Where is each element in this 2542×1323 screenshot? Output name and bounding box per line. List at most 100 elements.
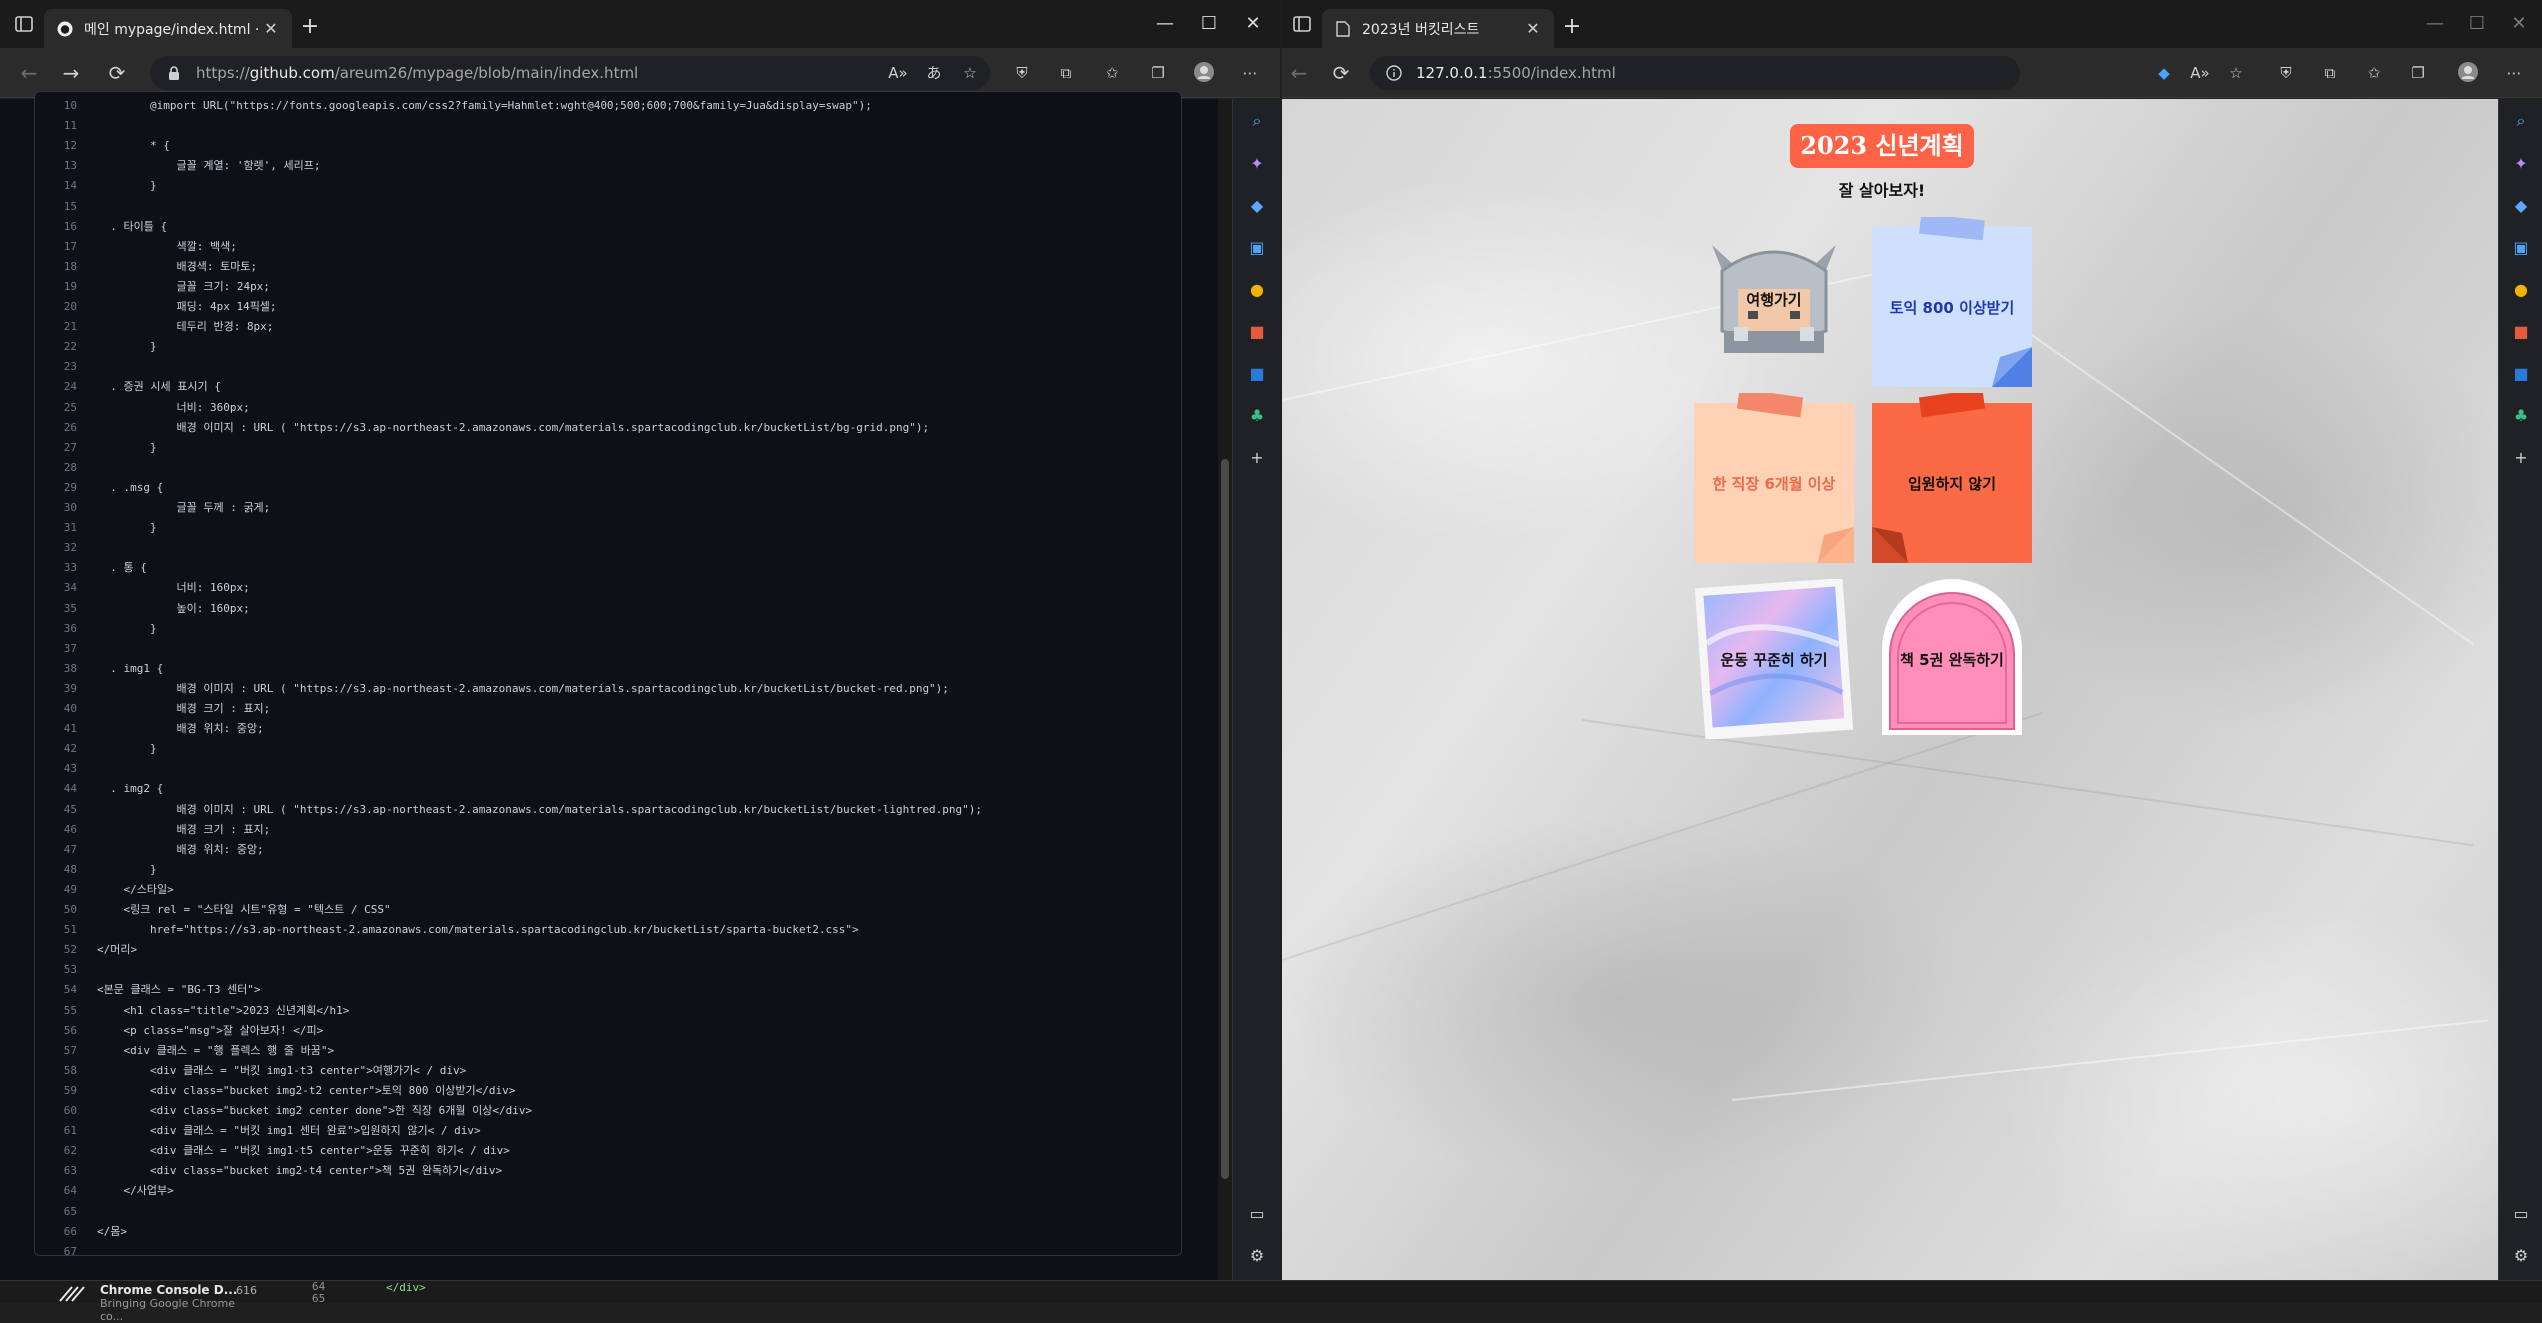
new-tab-button[interactable]: + xyxy=(300,14,320,39)
code-text: 배경 이미지 : URL ( "https://s3.ap-northeast-… xyxy=(97,802,983,816)
read-aloud-icon[interactable]: A» xyxy=(888,64,908,82)
sidebar-settings-icon[interactable]: ⚙ xyxy=(1249,1245,1265,1265)
copilot-icon[interactable]: ✦ xyxy=(2514,153,2528,173)
add-sidebar-icon[interactable]: + xyxy=(2514,447,2528,467)
shield-extension-icon[interactable]: ⛨ xyxy=(2280,64,2292,82)
close-window-button[interactable]: ✕ xyxy=(1245,13,1261,34)
code-text: . .msg { xyxy=(97,480,164,494)
tab-actions-icon[interactable] xyxy=(14,14,38,38)
search-icon[interactable]: ⌕ xyxy=(1252,111,1262,130)
office-icon[interactable]: ■ xyxy=(1249,321,1265,341)
profile-avatar[interactable] xyxy=(2456,61,2480,85)
sidebar-layout-icon[interactable]: ▭ xyxy=(2513,1203,2529,1223)
line-number: 41 xyxy=(63,722,77,736)
favorites-icon[interactable]: ✩ xyxy=(1105,64,1119,82)
minimize-button[interactable]: — xyxy=(1156,13,1174,34)
extension-card[interactable]: Chrome Console D... 616 Bringing Google … xyxy=(48,1281,257,1323)
line-number: 55 xyxy=(63,1003,77,1017)
games-icon[interactable]: ● xyxy=(2514,279,2528,299)
code-text: } xyxy=(97,440,157,454)
address-bar[interactable]: 127.0.0.1:5500/index.html xyxy=(1370,56,2020,90)
favorites-icon[interactable]: ✩ xyxy=(2367,64,2381,82)
left-scrollbar[interactable] xyxy=(1218,99,1232,1280)
reload-button[interactable]: ⟳ xyxy=(1332,61,1350,85)
favorite-star-icon[interactable]: ☆ xyxy=(963,64,977,82)
shopping-tag-icon[interactable]: ◆ xyxy=(2158,64,2170,82)
shopping-tag-icon[interactable]: ◆ xyxy=(1250,195,1264,215)
close-tab-icon[interactable]: ✕ xyxy=(1526,19,1540,38)
outlook-icon[interactable]: ■ xyxy=(1249,363,1265,383)
games-icon[interactable]: ● xyxy=(1250,279,1264,299)
shopping-tag-icon[interactable]: ◆ xyxy=(2514,195,2528,215)
profile-avatar[interactable] xyxy=(1192,61,1216,85)
line-number: 11 xyxy=(63,119,77,133)
bucket-item-2: 토익 800 이상받기 xyxy=(1872,217,2032,387)
new-tab-button[interactable]: + xyxy=(1562,14,1582,39)
forward-button[interactable]: → xyxy=(62,61,80,85)
extensions-icon[interactable]: ⧉ xyxy=(1060,64,1072,82)
tab-github-index[interactable]: 메인 mypage/index.html · 아리 ✕ xyxy=(44,9,292,48)
close-tab-icon[interactable]: ✕ xyxy=(264,19,278,38)
sidebar-layout-icon[interactable]: ▭ xyxy=(1249,1203,1265,1223)
line-number: 36 xyxy=(63,621,77,635)
tree-icon[interactable]: ♣ xyxy=(1249,405,1265,425)
address-bar[interactable]: https://github.com/areum26/mypage/blob/m… xyxy=(150,56,990,90)
close-window-button[interactable]: ✕ xyxy=(2511,13,2527,34)
favorite-star-icon[interactable]: ☆ xyxy=(2229,64,2243,82)
shield-extension-icon[interactable]: ⛨ xyxy=(1016,64,1028,82)
code-line: 36 } xyxy=(35,619,1181,639)
code-text: 글꼴 계열: '함렛', 세리프; xyxy=(97,159,321,173)
line-number: 65 xyxy=(312,1292,326,1305)
read-aloud-icon[interactable]: A» xyxy=(2190,64,2210,82)
back-button[interactable]: ← xyxy=(1290,61,1308,85)
more-menu-icon[interactable]: ⋯ xyxy=(1242,64,1258,82)
code-line: 47 배경 위치: 중앙; xyxy=(35,840,1181,860)
paper-crease xyxy=(1980,299,2474,645)
paper-crease xyxy=(1282,253,1968,401)
collections-icon[interactable]: ❐ xyxy=(2411,64,2425,82)
tab-actions-icon[interactable] xyxy=(1292,14,1316,38)
url-host: github.com xyxy=(249,64,335,82)
line-number: 43 xyxy=(63,762,77,776)
edge-sidebar: ⌕ ✦ ◆ ▣ ● ■ ■ ♣ + ▭ ⚙ xyxy=(2498,99,2542,1280)
scroll-thumb[interactable] xyxy=(1221,459,1229,1179)
code-line: 11 xyxy=(35,116,1181,136)
code-line: 22 } xyxy=(35,337,1181,357)
knight-helmet-icon xyxy=(1712,245,1836,353)
code-text: 테두리 반경: 8px; xyxy=(97,320,274,334)
tree-icon[interactable]: ♣ xyxy=(2513,405,2529,425)
code-text: 너비: 160px; xyxy=(97,581,250,595)
bottom-taskbar: Chrome Console D... 616 Bringing Google … xyxy=(0,1280,2542,1323)
line-number: 51 xyxy=(63,923,77,937)
translate-icon[interactable]: あ xyxy=(926,64,942,82)
maximize-button[interactable]: ☐ xyxy=(2468,13,2486,34)
code-line: 62 <div 클래스 = "버킷 img1-t5 center">운동 꾸준히… xyxy=(35,1141,1181,1161)
outlook-icon[interactable]: ■ xyxy=(2513,363,2529,383)
code-line: 13 글꼴 계열: '함렛', 세리프; xyxy=(35,156,1181,176)
line-number: 58 xyxy=(63,1063,77,1077)
add-sidebar-icon[interactable]: + xyxy=(1250,447,1264,467)
tab-bucketlist[interactable]: 2023년 버킷리스트 ✕ xyxy=(1322,9,1554,48)
code-text: <본문 클래스 = "BG-T3 센터"> xyxy=(97,983,261,997)
reload-button[interactable]: ⟳ xyxy=(108,61,126,85)
tools-icon[interactable]: ▣ xyxy=(1249,237,1265,257)
collections-icon[interactable]: ❐ xyxy=(1151,64,1165,82)
copilot-icon[interactable]: ✦ xyxy=(1250,153,1264,173)
code-text: 패딩: 4px 14픽셀; xyxy=(97,300,277,313)
tab-title: 메인 mypage/index.html · 아리 xyxy=(84,21,262,38)
office-icon[interactable]: ■ xyxy=(2513,321,2529,341)
maximize-button[interactable]: ☐ xyxy=(1200,13,1218,34)
more-menu-icon[interactable]: ⋯ xyxy=(2506,64,2522,82)
code-text: 색깔: 백색; xyxy=(97,239,237,253)
tools-icon[interactable]: ▣ xyxy=(2513,237,2529,257)
line-number: 50 xyxy=(63,903,77,916)
url-path: :5500/index.html xyxy=(1487,64,1616,82)
minimize-button[interactable]: — xyxy=(2426,13,2444,34)
bucket-label: 운동 꾸준히 하기 xyxy=(1720,650,1828,669)
search-icon[interactable]: ⌕ xyxy=(2516,111,2526,130)
code-text: } xyxy=(97,862,157,876)
extensions-icon[interactable]: ⧉ xyxy=(2324,64,2336,82)
back-button[interactable]: ← xyxy=(20,61,38,85)
line-number: 45 xyxy=(63,802,77,816)
sidebar-settings-icon[interactable]: ⚙ xyxy=(2513,1245,2529,1265)
